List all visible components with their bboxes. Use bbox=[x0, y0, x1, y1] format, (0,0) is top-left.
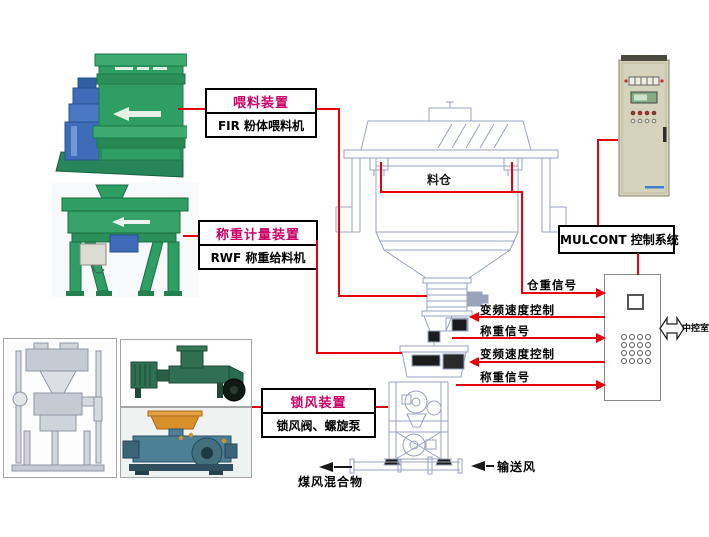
line-weigher-photo-to-label bbox=[183, 235, 198, 237]
line-cabinet-to-label-v bbox=[597, 139, 599, 225]
control-system-label: MULCONT 控制系统 bbox=[558, 225, 679, 254]
rotary-valve-upper bbox=[404, 390, 428, 414]
arrow-right-icon bbox=[596, 333, 606, 343]
load-cell-left bbox=[369, 157, 389, 171]
line-loadcell-right bbox=[511, 162, 513, 193]
feeding-device-label: 喂料装置 FIR 粉体喂料机 bbox=[205, 88, 317, 138]
arrow-right-icon bbox=[596, 288, 606, 298]
weigh-feeder-motor bbox=[442, 353, 465, 370]
conveying-air-arrow-icon bbox=[471, 461, 485, 471]
line-cabinet-to-label-h bbox=[597, 139, 618, 141]
rwf-weigh-feeder-photo bbox=[52, 183, 198, 297]
junction-box bbox=[79, 243, 107, 266]
airlock-assembly-photo bbox=[3, 338, 117, 478]
screw-pump-photo-2 bbox=[120, 407, 252, 478]
silo-body bbox=[375, 157, 519, 233]
feeding-device-title: 喂料装置 bbox=[207, 90, 315, 114]
conveying-air-label: 输送风 bbox=[497, 460, 537, 474]
vfd-control-label-2: 变频速度控制 bbox=[480, 347, 555, 361]
bellows bbox=[427, 330, 441, 343]
airlock-device-label: 锁风装置 锁风阀、螺旋泵 bbox=[261, 388, 376, 438]
line-label-to-panel bbox=[637, 253, 639, 275]
line-feeder-label-to-drawing bbox=[338, 295, 427, 297]
line-loadcell-left bbox=[380, 162, 382, 193]
silo-cone bbox=[383, 249, 511, 279]
feeding-device-subtitle: FIR 粉体喂料机 bbox=[217, 119, 305, 133]
rotation-arrow-icon bbox=[113, 107, 161, 121]
screw-pump-photo-1 bbox=[120, 339, 252, 407]
switch-row bbox=[628, 76, 660, 86]
arrow-right-icon bbox=[596, 380, 606, 390]
door-handle bbox=[663, 127, 667, 142]
rotary-valve-lower bbox=[402, 433, 426, 457]
indicator-lights bbox=[630, 110, 657, 124]
airlock-device-title: 锁风装置 bbox=[263, 390, 374, 414]
weight-signal-label-1: 称重信号 bbox=[480, 324, 530, 338]
fir-powder-feeder-photo bbox=[55, 53, 187, 178]
silo-label: 料仓 bbox=[427, 172, 452, 187]
machine-nameplate-text bbox=[115, 67, 167, 70]
line-airlock-photos-to-label bbox=[252, 406, 261, 408]
line-airlock-label-to-drawing bbox=[376, 406, 388, 408]
coal-air-arrow-icon bbox=[319, 462, 333, 472]
panel-display bbox=[627, 294, 644, 310]
weighing-device-subtitle: RWF 称重给料机 bbox=[210, 251, 306, 265]
line-loadcell-bus bbox=[380, 191, 523, 193]
coal-air-mixture-label: 煤风混合物 bbox=[298, 475, 364, 489]
line-feeder-photo-to-label bbox=[178, 108, 205, 110]
line-weigher-label-down bbox=[316, 240, 318, 354]
weighing-device-label: 称重计量装置 RWF 称重给料机 bbox=[198, 220, 318, 270]
panel-keypad bbox=[621, 334, 651, 364]
control-system-title: MULCONT 控制系统 bbox=[560, 233, 679, 247]
weight-signal-label-2: 称重信号 bbox=[480, 370, 530, 384]
arrow-left-icon bbox=[469, 312, 479, 322]
weighing-device-title: 称重计量装置 bbox=[200, 222, 316, 246]
control-cabinet bbox=[618, 55, 670, 197]
drive-motor bbox=[109, 234, 139, 253]
coal-air-arrow-tail bbox=[334, 466, 352, 468]
load-cell-right bbox=[503, 157, 523, 171]
line-feeder-label-down bbox=[338, 108, 340, 297]
vfd-control-line-1 bbox=[478, 316, 605, 318]
silo-weight-signal-label: 仓重信号 bbox=[527, 278, 577, 292]
line-feeder-label-out bbox=[317, 108, 340, 110]
silo-top-vent bbox=[428, 107, 472, 122]
line-silo-signal-down bbox=[521, 191, 523, 294]
vfd-control-label-1: 变频速度控制 bbox=[480, 303, 555, 317]
weight-signal-line-2 bbox=[456, 384, 599, 386]
feeder-motor bbox=[451, 318, 468, 332]
weigh-feeder-body bbox=[401, 351, 467, 378]
arrow-left-icon bbox=[469, 357, 479, 367]
airlock-device-subtitle: 锁风阀、螺旋泵 bbox=[276, 419, 361, 433]
control-room-label: 中控室 bbox=[682, 324, 709, 334]
operator-panel bbox=[604, 274, 661, 401]
silo-weight-signal-line bbox=[521, 292, 599, 294]
line-weigher-label-to-drawing bbox=[316, 352, 402, 354]
rotation-arrow-icon bbox=[112, 217, 150, 227]
conveying-pipe bbox=[353, 461, 460, 471]
vfd-control-line-2 bbox=[478, 361, 605, 363]
conveying-air-arrow-tail bbox=[486, 465, 494, 467]
double-arrow-icon bbox=[659, 315, 685, 342]
weight-signal-line-1 bbox=[452, 337, 599, 339]
